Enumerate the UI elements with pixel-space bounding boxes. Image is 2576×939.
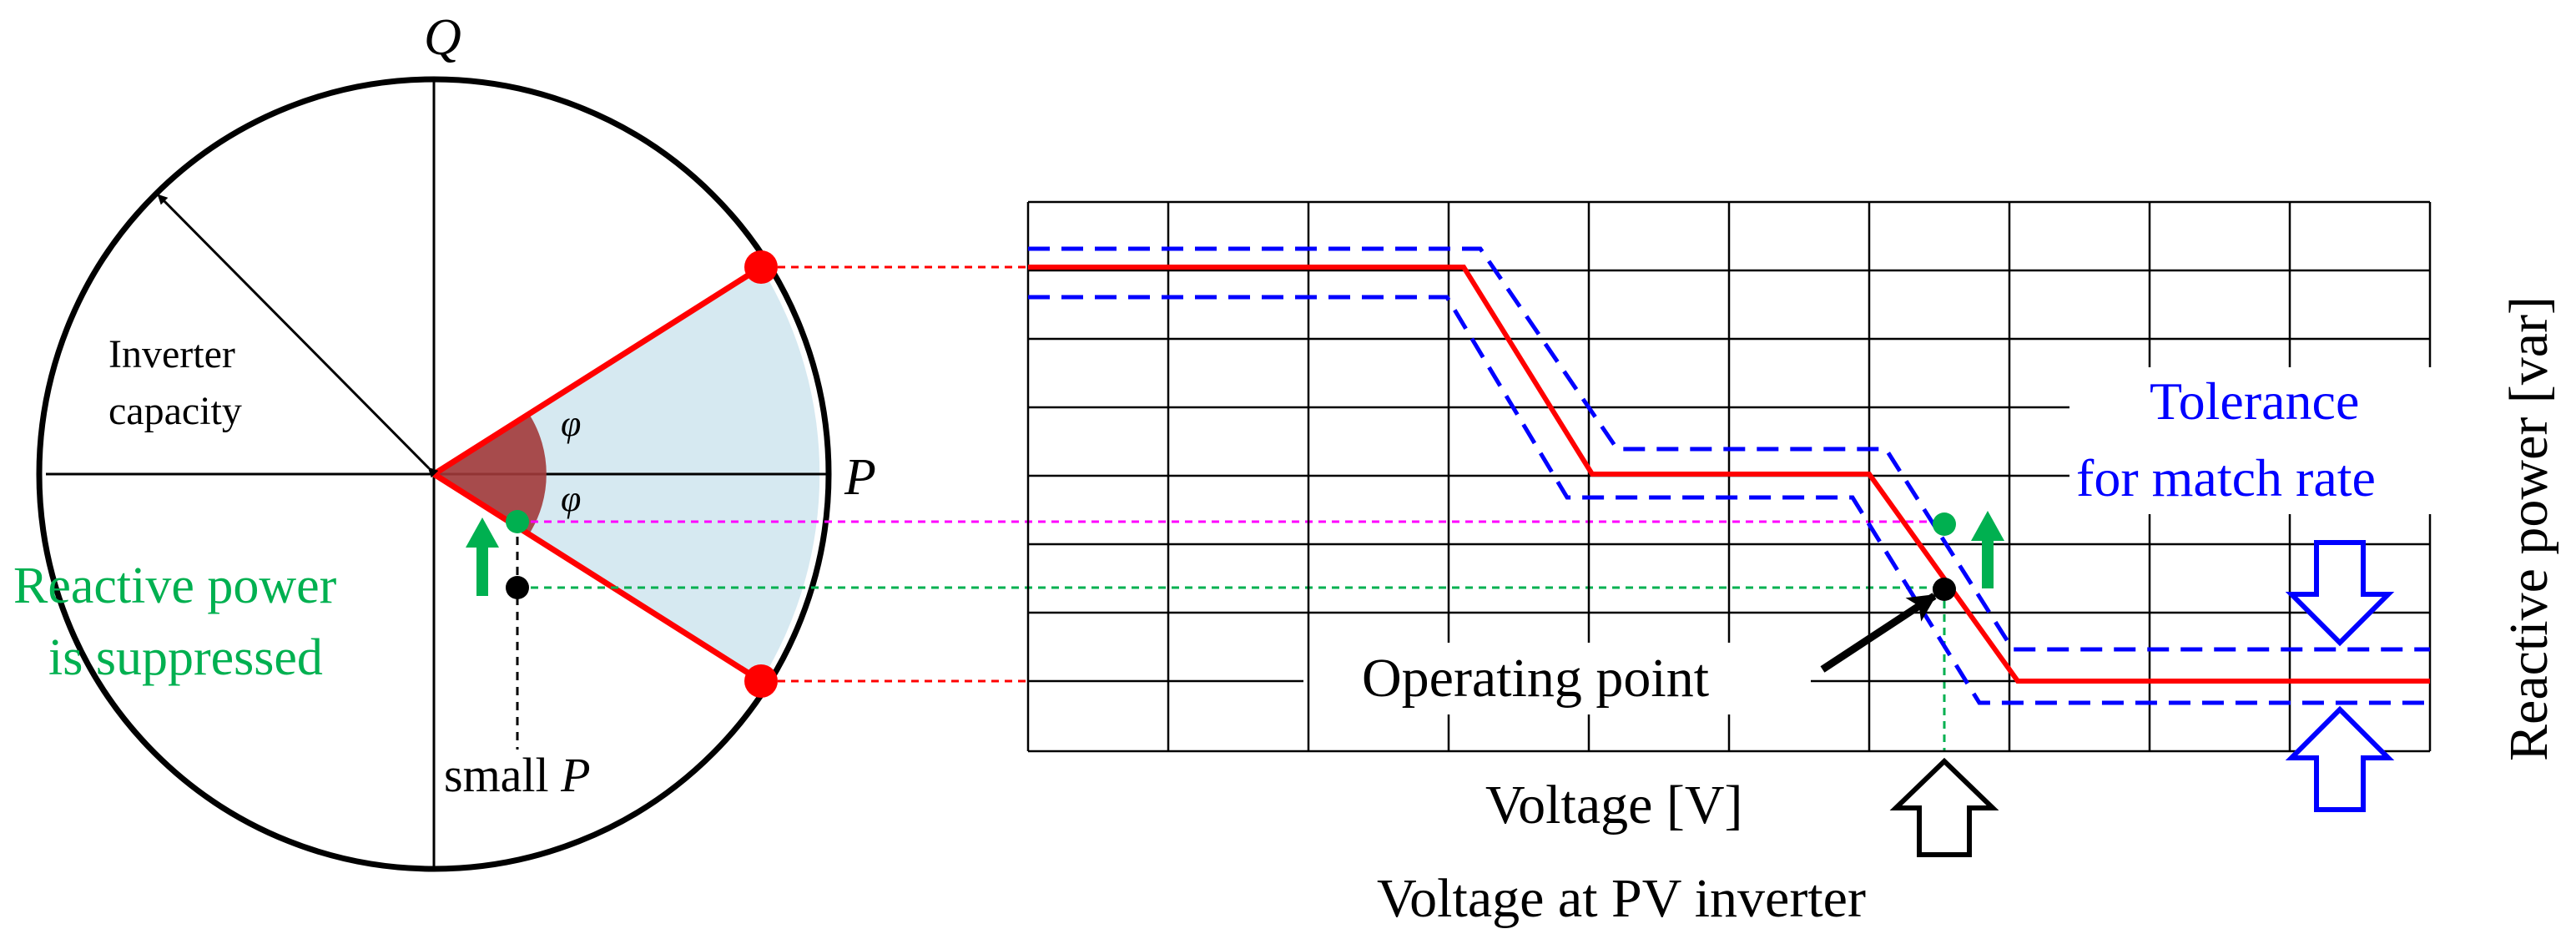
suppressed-label-line2: is suppressed <box>48 629 323 686</box>
power-factor-angle-wedge <box>434 414 547 534</box>
operating-point-label: Operating point <box>1362 648 1709 709</box>
tolerance-label-line2: for match rate <box>2076 448 2376 507</box>
volt-var-curve <box>1028 265 2430 684</box>
voltage-at-pv-arrow-icon <box>1889 757 1999 857</box>
q-axis-label: Q <box>424 9 461 66</box>
x-axis-label: Voltage [V] <box>1485 775 1743 836</box>
tolerance-label-line1: Tolerance <box>2150 371 2359 431</box>
tolerance-lower-band <box>1028 295 2430 705</box>
projection-lines <box>531 265 1946 751</box>
operating-point-label-bg <box>1335 643 1811 714</box>
tolerance-up-arrow-icon <box>2285 705 2395 812</box>
lower-limit-point <box>744 664 778 698</box>
small-p-label: small P <box>444 748 591 802</box>
capacity-radius-arrow <box>157 194 439 478</box>
curve-suppression-arrow-icon <box>1971 511 2004 588</box>
small-p-variable: P <box>560 748 590 802</box>
capacity-label-line1: Inverter <box>108 332 235 376</box>
tolerance-down-arrow-icon <box>2285 540 2395 647</box>
suppression-arrow-icon <box>466 517 499 596</box>
p-axis-label: P <box>844 449 876 506</box>
curve-suppressed-point <box>1933 512 1956 536</box>
suppressed-label-line1: Reactive power <box>13 558 337 614</box>
suppressed-operating-point <box>506 510 529 533</box>
phasor-diagram: Q P Inverter capacity φ φ Reactive power… <box>13 9 876 872</box>
small-p-prefix: small <box>444 748 561 802</box>
y-axis-label: Reactive power [var] <box>2498 296 2559 761</box>
upper-limit-phasor <box>432 265 763 477</box>
angle-label-lower: φ <box>561 478 581 519</box>
operating-point-arrow <box>1820 593 1938 673</box>
tolerance-label-bg <box>2073 367 2507 514</box>
voltage-at-pv-label: Voltage at PV inverter <box>1377 868 1866 929</box>
upper-limit-point <box>744 250 778 284</box>
lower-limit-phasor <box>432 472 763 684</box>
tolerance-upper-band <box>1028 246 2430 652</box>
volt-var-chart: Operating point Voltage [V] Voltage at P… <box>1026 200 2559 929</box>
curve-operating-point <box>1933 578 1956 601</box>
capacity-label-line2: capacity <box>108 389 242 433</box>
angle-label-upper: φ <box>561 403 581 444</box>
original-operating-point <box>506 576 529 599</box>
